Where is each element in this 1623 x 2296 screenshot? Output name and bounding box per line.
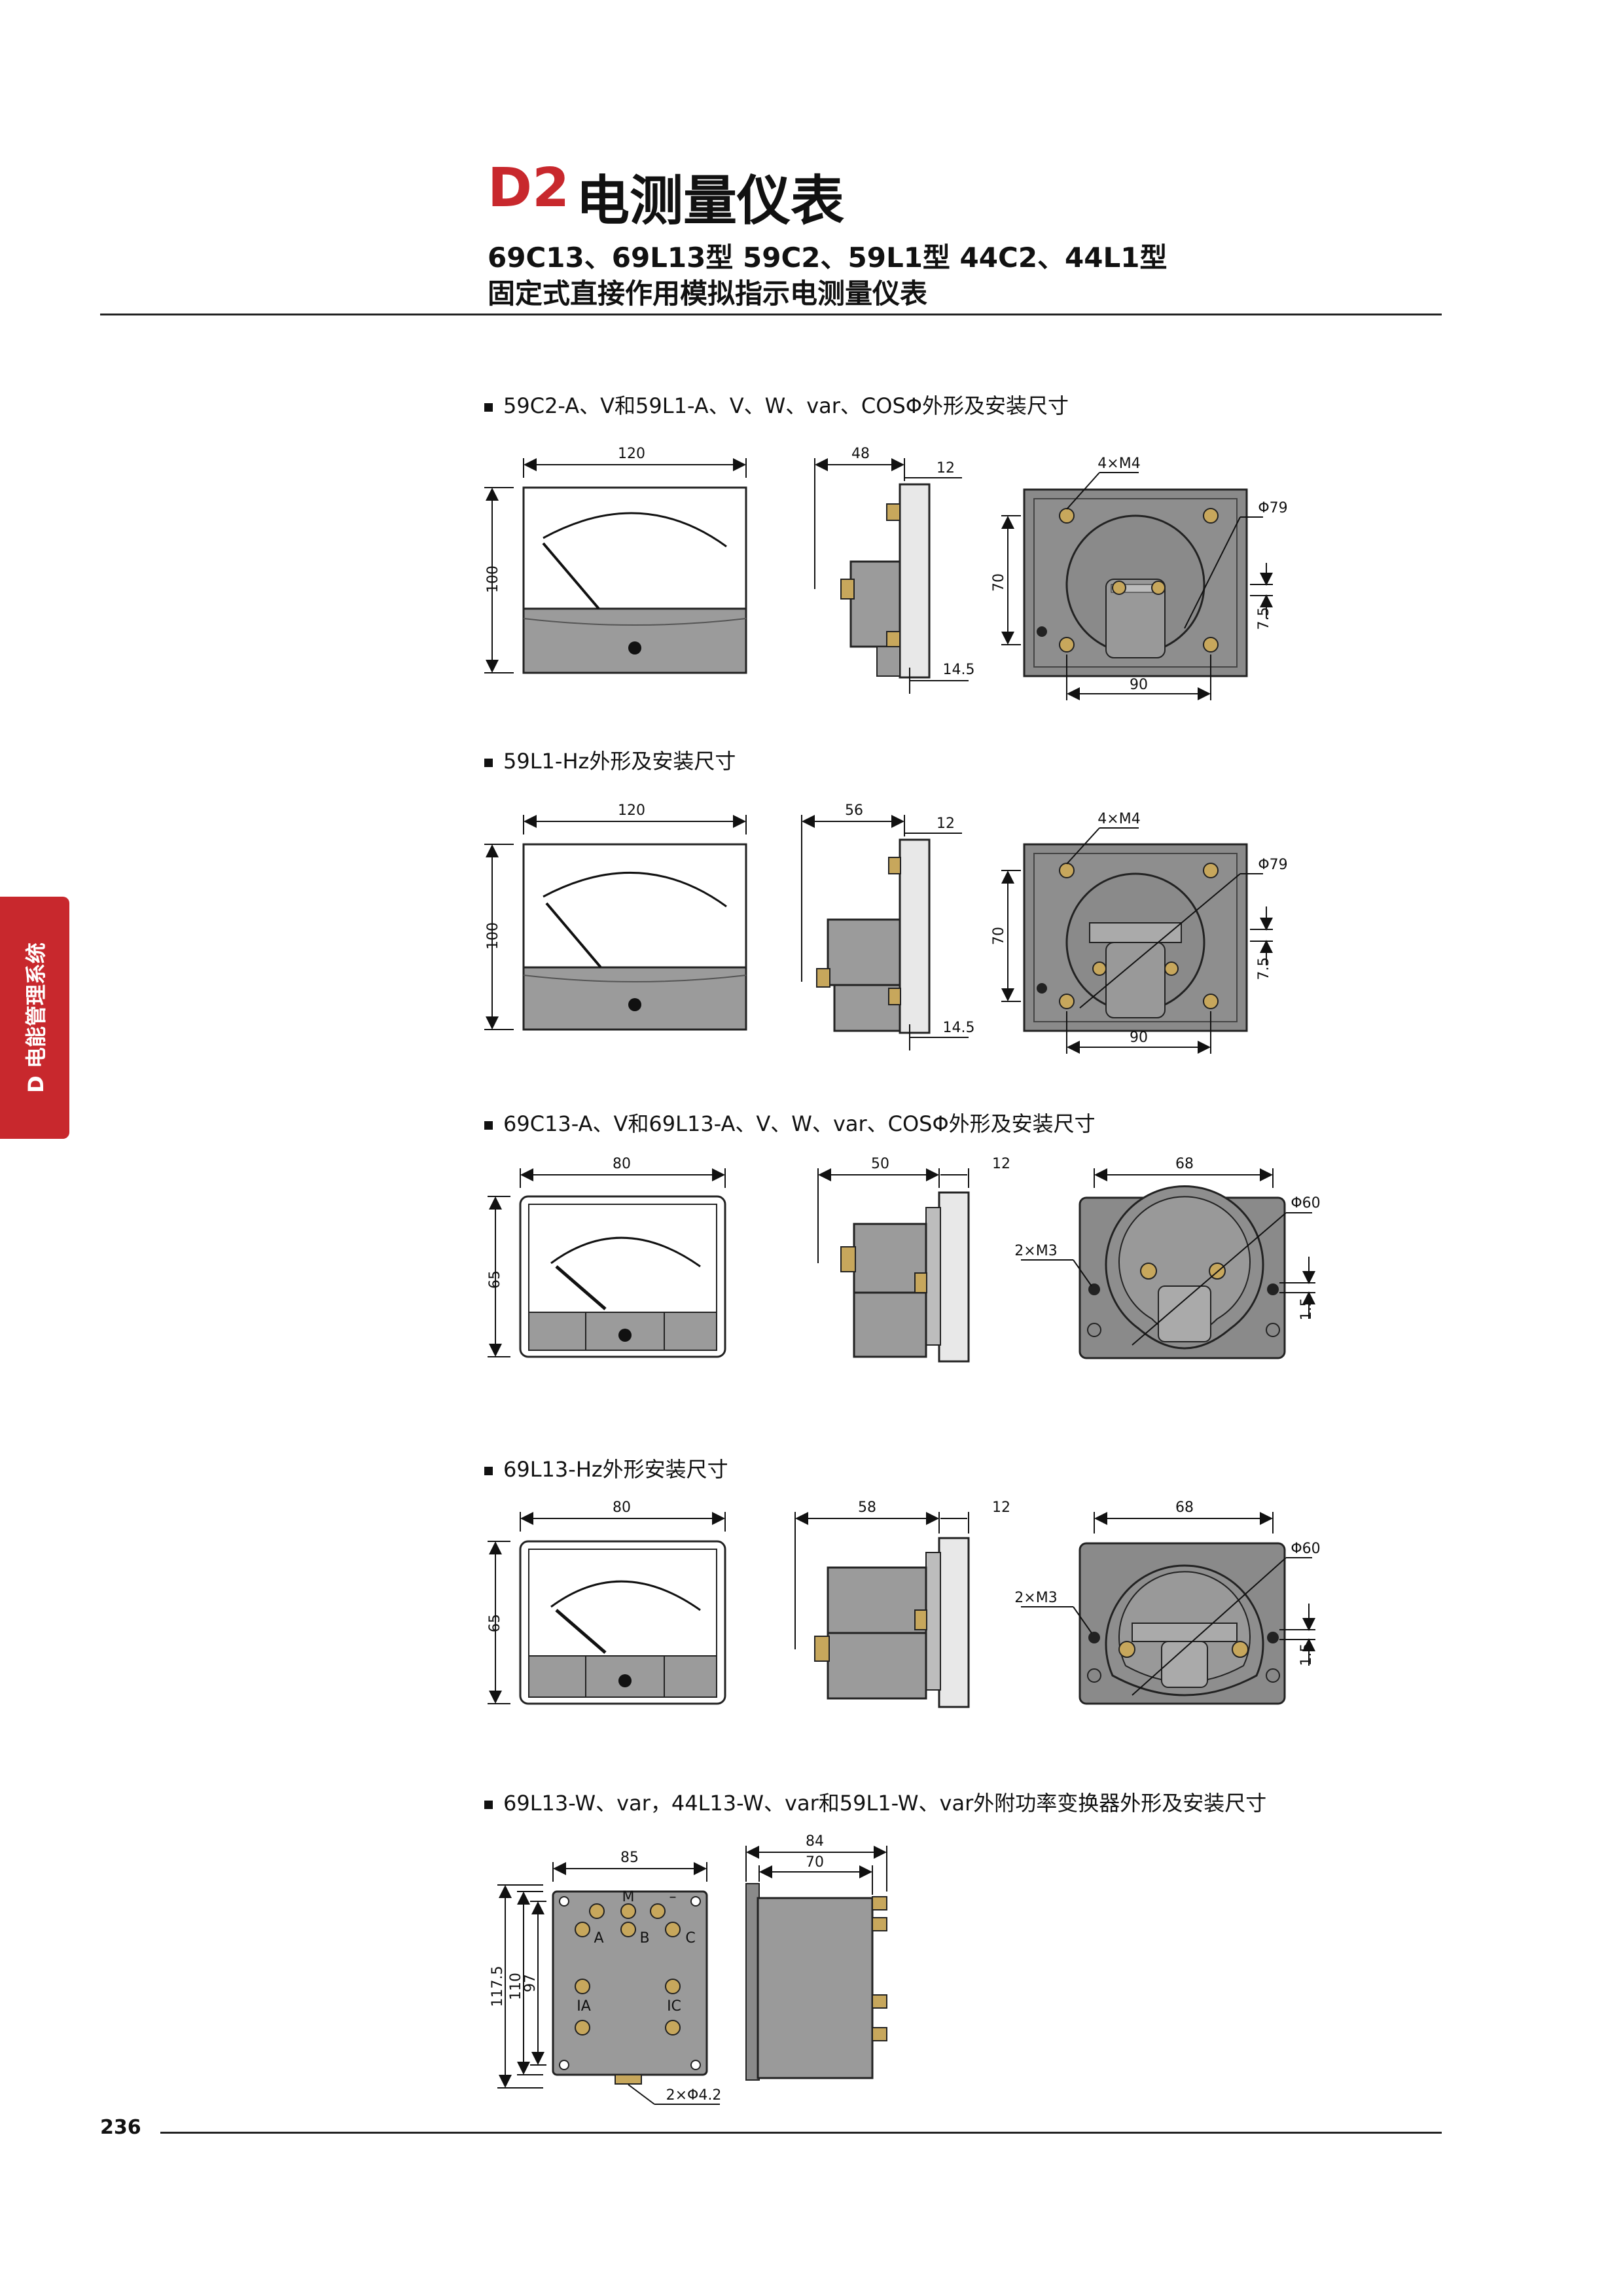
dim-depth: 56 [845,802,863,819]
dim-body-height: 110 [508,1973,524,2000]
dim-flange: 12 [992,1156,1010,1172]
dimension-lines-1 [484,458,747,673]
side-dimension-lines-2 [801,815,969,1050]
terminal-c-label: C [685,1930,695,1946]
transducer-side-dimension-lines [745,1846,887,1895]
transducer-dimension-lines [497,1862,720,2105]
dimension-lines-4 [488,1512,726,1704]
rear-dimension-lines-2 [1001,827,1273,1054]
dimension-lines-2 [484,815,747,1030]
meter-side-view-1 [840,483,931,679]
dim-height: 65 [487,1270,503,1289]
dim-hole: Φ60 [1291,1195,1320,1211]
dim-hole-spacing: 97 [522,1974,539,1992]
dim-screws: 4×M4 [1097,811,1140,827]
dim-hspace: 68 [1175,1156,1194,1172]
footer-rule [160,2132,1442,2134]
side-dimension-lines-4 [794,1512,969,1649]
meter-side-view-4 [814,1537,970,1708]
terminal-ia-label: IA [577,1998,591,2015]
dim-offset: 1.5 [1298,1298,1315,1321]
dim-height: 65 [487,1614,503,1632]
meter-front-view-4 [519,1540,726,1705]
terminal-b-label: B [639,1930,649,1946]
section-title-4: 69L13-Hz外形安装尺寸 [484,1453,728,1483]
dim-hspace: 68 [1175,1499,1194,1516]
terminal-a-label: A [594,1930,603,1946]
dim-mounting-holes: 2×Φ4.2 [666,2087,722,2104]
section-title-3: 69C13-A、V和69L13-A、V、W、var、COSΦ外形及安装尺寸 [484,1107,1096,1138]
dim-body-depth: 70 [806,1854,824,1871]
dim-width: 120 [618,802,645,819]
rear-dimension-lines-4 [1021,1512,1315,1696]
dim-width: 120 [618,446,645,462]
dim-depth: 58 [858,1499,876,1516]
dim-rear: 14.5 [943,1020,975,1036]
model-list: 69C13、69L13型 59C2、59L1型 44C2、44L1型 [488,242,1168,274]
dim-vspace: 70 [991,927,1007,945]
page-title: 电测量仪表 [576,170,845,232]
dim-rear: 14.5 [943,662,975,678]
dim-overall-height: 117.5 [490,1966,506,2007]
meter-rear-view-1 [1023,488,1248,677]
dim-screws: 4×M4 [1097,456,1140,472]
page-number: 236 [100,2116,141,2139]
dim-hspace: 90 [1130,677,1148,693]
chapter-tab[interactable]: D 电能管理系统 [0,897,69,1139]
section-code: D2 [488,157,570,219]
terminal-m-label: M [622,1889,635,1905]
dim-width: 85 [620,1850,639,1866]
product-description: 固定式直接作用模拟指示电测量仪表 [488,278,928,310]
side-dimension-lines-3 [817,1168,969,1263]
dim-overall-depth: 84 [806,1833,824,1850]
meter-front-view-2 [522,843,747,1031]
dim-hspace: 90 [1130,1030,1148,1046]
dim-depth: 48 [851,446,870,462]
dim-hole: Φ60 [1291,1541,1320,1557]
section-title-5: 69L13-W、var，44L13-W、var和59L1-W、var外附功率变换… [484,1787,1266,1817]
dim-screws: 2×M3 [1014,1590,1057,1606]
transducer-front-view [552,1890,708,2085]
rear-dimension-lines-1 [1001,472,1273,700]
dim-offset: 7.5 [1256,958,1272,980]
section-title-2: 59L1-Hz外形及安装尺寸 [484,745,736,775]
dim-flange: 12 [936,460,955,476]
dim-hole: Φ79 [1258,500,1287,516]
side-dimension-lines-1 [814,458,969,694]
dim-flange: 12 [936,816,955,832]
meter-side-view-3 [840,1191,970,1363]
meter-rear-view-2 [1023,843,1248,1032]
dim-height: 100 [485,922,501,950]
rear-dimension-lines-3 [1021,1168,1315,1346]
dim-hole: Φ79 [1258,857,1287,873]
meter-rear-view-3 [1079,1185,1286,1359]
dim-height: 100 [485,565,501,593]
dimension-lines-3 [488,1168,726,1357]
dim-screws: 2×M3 [1014,1243,1057,1259]
meter-front-view-1 [522,486,747,674]
terminal-minus-label: – [669,1889,677,1905]
header-rule [100,314,1442,315]
transducer-side-view [745,1883,887,2081]
dim-offset: 7.5 [1256,607,1272,630]
section-title-1: 59C2-A、V和59L1-A、V、W、var、COSΦ外形及安装尺寸 [484,389,1069,420]
meter-front-view-3 [519,1195,726,1358]
dim-width: 80 [613,1156,631,1172]
meter-rear-view-4 [1079,1542,1286,1705]
dim-vspace: 70 [991,573,1007,592]
meter-side-view-2 [816,838,931,1034]
dim-depth: 50 [871,1156,889,1172]
dim-offset: 1.5 [1298,1643,1315,1666]
dim-flange: 12 [992,1499,1010,1516]
dim-width: 80 [613,1499,631,1516]
terminal-ic-label: IC [667,1998,681,2015]
